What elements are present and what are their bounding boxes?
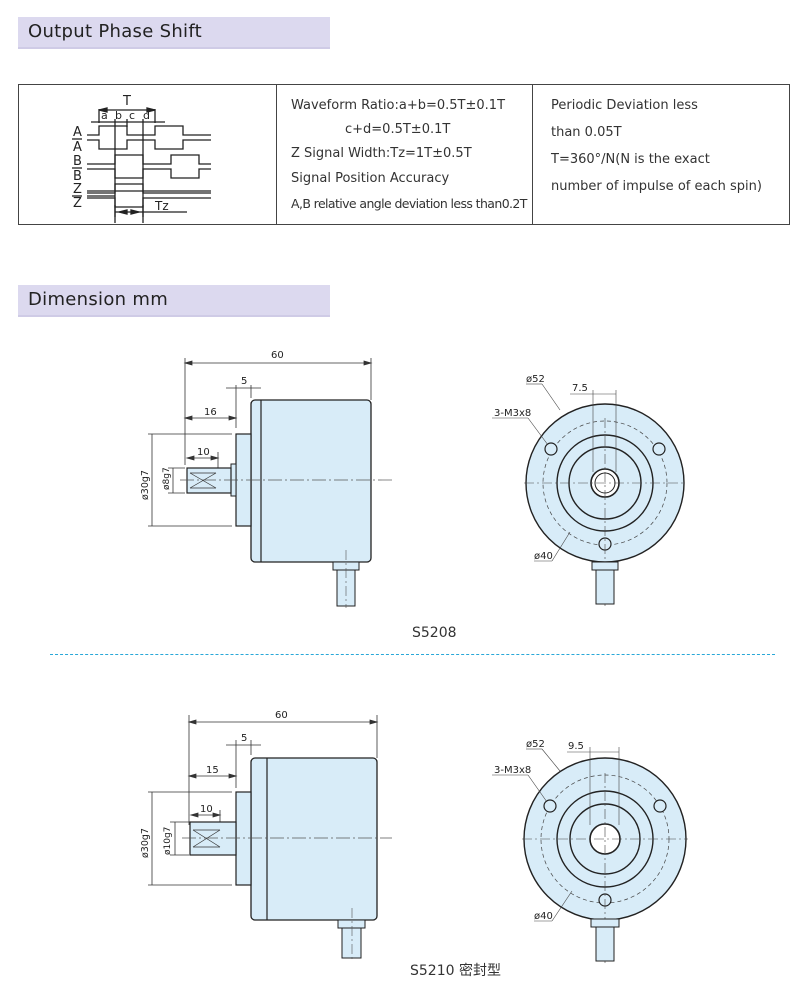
encoder-shaft: [189, 821, 237, 856]
dim-outer-dia: ø52: [526, 374, 545, 385]
dim-shaft-dia: ø10g7: [163, 827, 173, 855]
dim-outer-dia: ø52: [526, 739, 545, 750]
model-label-s5208: S5208: [412, 625, 457, 641]
waveform-ratio-cell: Waveform Ratio:a+b=0.5T±0.1T c+d=0.5T±0.…: [277, 85, 533, 224]
mount-hole: [652, 442, 666, 456]
bolt-circle: [542, 420, 668, 546]
signal-position-accuracy-text: Signal Position Accuracy: [291, 171, 450, 186]
periodic-deviation-cell: Periodic Deviation less than 0.05T T=360…: [533, 85, 789, 224]
dim-bore-width: 7.5: [572, 383, 588, 394]
segment-label-b: b: [115, 109, 122, 122]
signal-label-b-bar: B: [73, 169, 82, 184]
t-formula-text: T=360°/N(N is the exact: [551, 152, 710, 167]
z-signal-width-text: Z Signal Width:Tz=1T±0.5T: [291, 146, 472, 161]
encoder-cable: [341, 927, 362, 959]
segment-label-a: a: [101, 109, 108, 122]
section-header-output-phase-shift: Output Phase Shift: [18, 17, 330, 49]
signal-label-z: Z: [73, 182, 82, 197]
signal-label-a-bar: A: [73, 140, 82, 155]
encoder-flange: [235, 791, 252, 886]
dim-bore-width: 9.5: [568, 741, 584, 752]
signal-a-wave: [87, 125, 211, 136]
encoder-cable: [595, 926, 615, 962]
dim-bolt-circle: ø40: [534, 911, 553, 922]
signal-z-bar-wave: [87, 197, 211, 208]
dim-body-dia: ø30g7: [140, 828, 151, 858]
front-view-drawing-s5208: ø52 7.5 3-M3x8 ø40: [492, 374, 686, 606]
dim-flange: 5: [241, 376, 247, 387]
cd-ratio-text: c+d=0.5T±0.1T: [345, 122, 451, 137]
section-divider: [50, 654, 775, 655]
dim-holes: 3-M3x8: [494, 408, 531, 419]
ab-deviation-text: A,B relative angle deviation less than0.…: [291, 196, 527, 211]
side-view-drawing-s5208: 60 5 16 10 ø30g7 ø8g7: [140, 350, 392, 608]
dim-flange: 5: [241, 733, 247, 744]
dim-overall-length: 60: [271, 350, 284, 361]
encoder-shaft: [186, 467, 232, 494]
signal-label-a: A: [73, 125, 82, 140]
signal-b-wave: [87, 154, 211, 165]
dim-shaft-offset: 16: [204, 407, 217, 418]
model-label-s5210: S5210 密封型: [410, 963, 501, 979]
encoder-body: [250, 399, 372, 563]
mount-hole: [543, 799, 557, 813]
signal-b-bar-wave: [87, 168, 211, 179]
tz-label: Tz: [154, 199, 169, 213]
dim-bolt-circle: ø40: [534, 551, 553, 562]
dim-shaft-dia: ø8g7: [162, 467, 172, 490]
signal-z-wave: [87, 183, 211, 194]
segment-label-d: d: [143, 109, 150, 122]
dim-shaft-length: 10: [197, 447, 210, 458]
signal-label-b: B: [73, 154, 82, 169]
mount-hole: [544, 442, 558, 456]
signal-a-bar-wave: [87, 139, 211, 150]
phase-spec-table: T a b c d A A B B Z Z Tz Waveform Ratio:…: [18, 84, 790, 298]
periodic-deviation-text: Periodic Deviation less: [551, 98, 698, 113]
section-title: Output Phase Shift: [28, 21, 203, 42]
segment-label-c: c: [129, 109, 135, 122]
front-view-drawing-s5210: ø52 9.5 3-M3x8 ø40: [492, 739, 688, 963]
dim-shaft-offset: 15: [206, 765, 219, 776]
t-formula-note: number of impulse of each spin): [551, 179, 762, 194]
waveform-cell: T a b c d A A B B Z Z Tz: [19, 85, 277, 298]
section-header-dimension: Dimension mm: [18, 285, 330, 317]
mount-hole: [653, 799, 667, 813]
dim-holes: 3-M3x8: [494, 765, 531, 776]
encoder-body: [250, 757, 378, 921]
waveform-diagram: T a b c d A A B B Z Z Tz: [72, 94, 211, 298]
waveform-ratio-text: Waveform Ratio:a+b=0.5T±0.1T: [291, 98, 506, 113]
dim-overall-length: 60: [275, 710, 288, 721]
side-view-drawing-s5210: 60 5 15 10 ø30g7 ø10g7: [140, 710, 392, 960]
signal-label-z-bar: Z: [73, 196, 82, 211]
periodic-deviation-value: than 0.05T: [551, 125, 622, 140]
encoder-cable: [595, 569, 615, 605]
dim-shaft-length: 10: [200, 804, 213, 815]
section-title: Dimension mm: [28, 289, 169, 310]
dim-body-dia: ø30g7: [140, 470, 151, 500]
period-label: T: [122, 94, 131, 109]
